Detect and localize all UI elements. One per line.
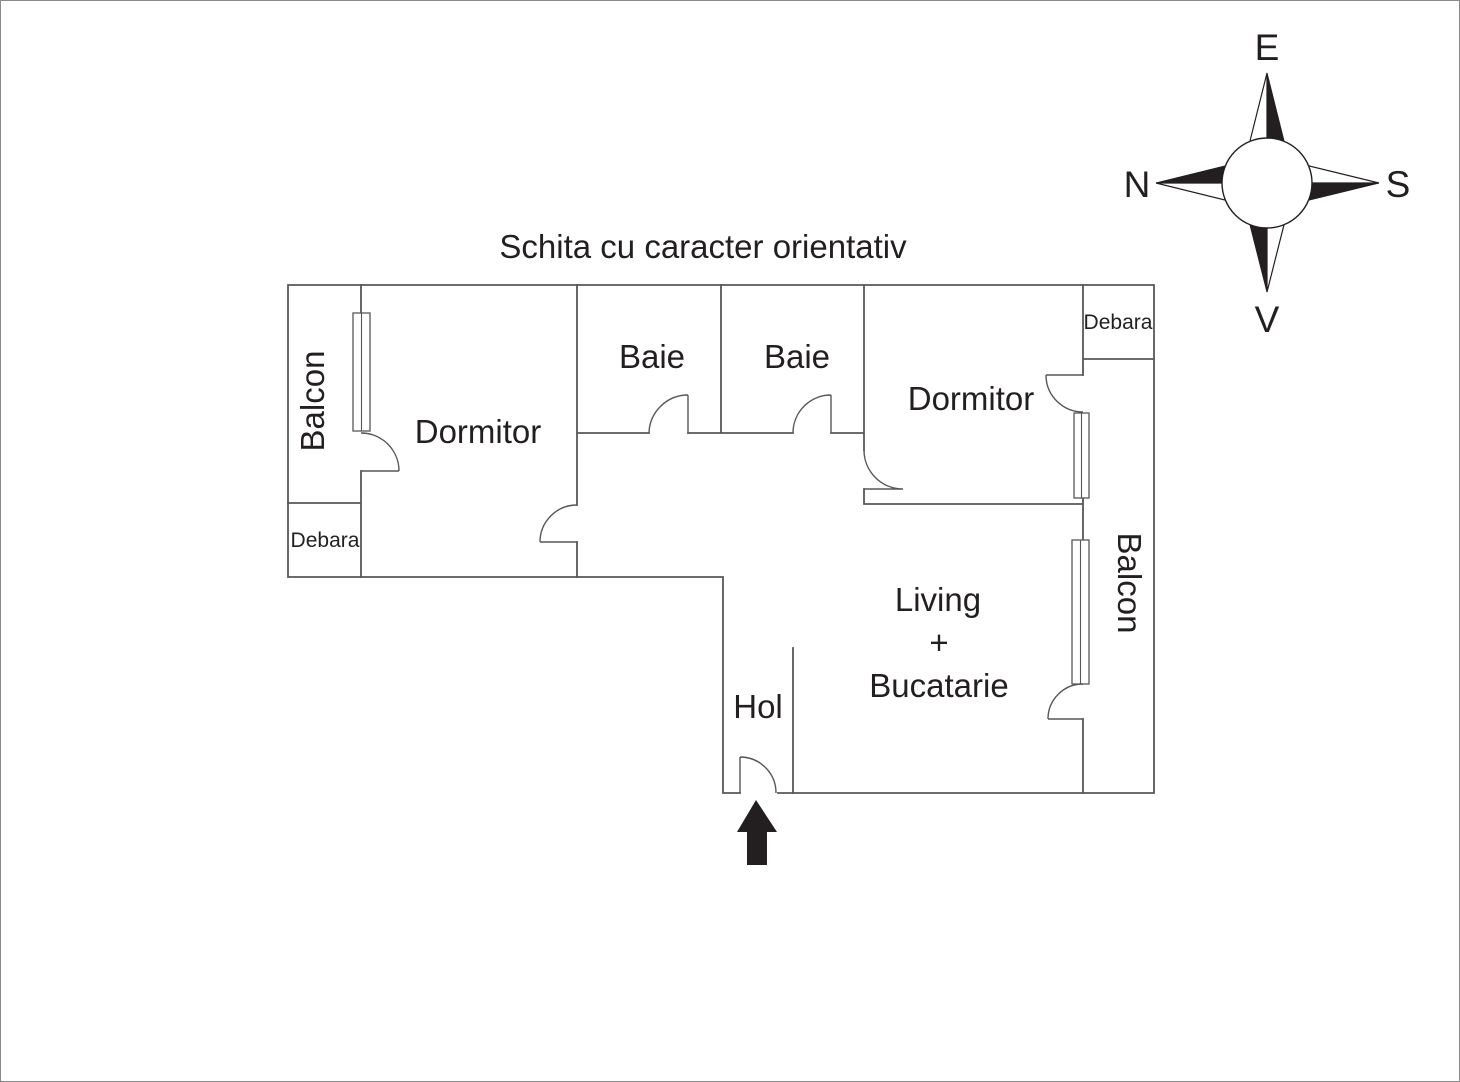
door-baie-2 <box>792 394 832 434</box>
room-label-living-line3: Bucatarie <box>869 667 1008 704</box>
room-label-baie-2: Baie <box>764 338 830 375</box>
room-label-dormitor-left: Dormitor <box>415 413 542 450</box>
room-label-living-line2: + <box>929 624 948 661</box>
windows <box>352 312 1090 685</box>
window-balcon-left <box>352 312 371 432</box>
door-entrance <box>739 756 777 794</box>
door-balcon-left <box>360 432 400 472</box>
window-living-balcon <box>1071 539 1090 685</box>
room-label-debara-right: Debara <box>1084 311 1153 334</box>
room-label-dormitor-right: Dormitor <box>908 380 1035 417</box>
compass-label-west: V <box>1255 299 1280 340</box>
room-labels: Balcon Debara Dormitor Baie Baie Dormito… <box>291 311 1153 725</box>
compass-label-south: S <box>1386 164 1411 205</box>
doors <box>360 374 1084 794</box>
room-label-hol: Hol <box>733 688 783 725</box>
room-label-balcon-right: Balcon <box>1111 533 1148 634</box>
door-dormitor-right-balcon <box>1045 374 1084 413</box>
room-label-debara-left: Debara <box>291 529 360 552</box>
door-living-balcon <box>1047 683 1084 720</box>
walls <box>287 284 1155 794</box>
room-label-baie-1: Baie <box>619 338 685 375</box>
compass-label-east: E <box>1255 27 1280 68</box>
compass-label-north: N <box>1124 164 1151 205</box>
compass-hub <box>1221 137 1313 229</box>
room-label-balcon-left: Balcon <box>294 351 331 452</box>
entrance-arrow-icon <box>737 800 777 865</box>
door-dormitor-left <box>539 504 578 543</box>
compass-rose-icon: E S N V <box>1124 27 1411 340</box>
page-title: Schita cu caracter orientativ <box>499 228 907 265</box>
window-dormitor-right <box>1073 412 1090 499</box>
room-label-living-line1: Living <box>895 581 981 618</box>
door-baie-1 <box>648 394 689 434</box>
door-dormitor-right <box>863 449 904 490</box>
inner-walls <box>287 284 1155 794</box>
